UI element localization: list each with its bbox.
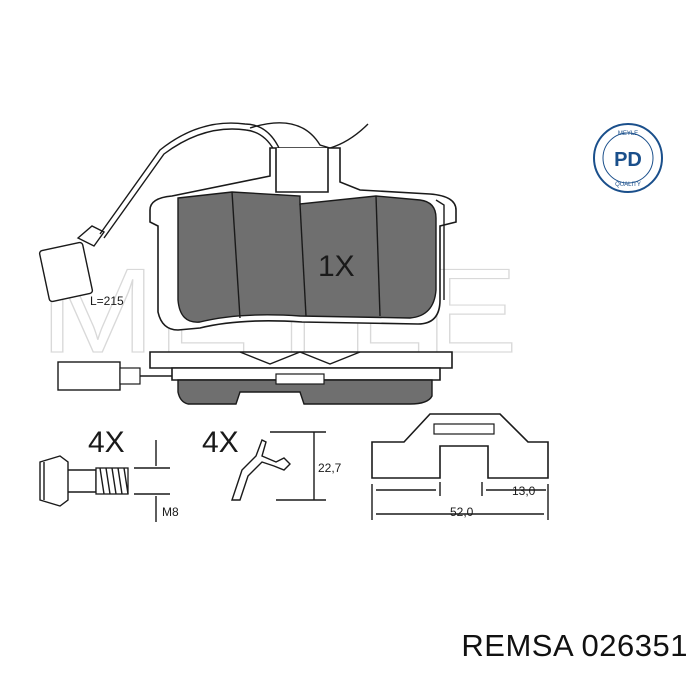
wire-length-label: L=215 <box>90 294 124 308</box>
bracket-width-label: 52,0 <box>450 505 474 519</box>
spring-height-label: 22,7 <box>318 461 342 475</box>
seal-center-text: PD <box>614 149 642 171</box>
bolt-quantity-label: 4X <box>88 426 125 459</box>
wear-sensor-wire <box>38 122 369 303</box>
quality-seal: MEYLE PD QUALITY <box>593 123 663 193</box>
brake-pad-top <box>149 147 457 331</box>
sensor-connector <box>38 241 94 303</box>
brake-pad-side <box>57 351 453 405</box>
main-quantity-label: 1X <box>318 250 355 283</box>
bracket <box>371 413 549 520</box>
spring-clip <box>231 431 326 501</box>
seal-bottom-text: QUALITY <box>615 182 641 188</box>
bolt-thread-label: M8 <box>162 505 179 519</box>
seal-top-text: MEYLE <box>618 131 638 137</box>
part-caption: REMSA 026351 <box>461 628 688 663</box>
bracket-offset-label: 13,0 <box>512 484 536 498</box>
guide-bolt <box>39 440 170 522</box>
spring-quantity-label: 4X <box>202 426 239 459</box>
